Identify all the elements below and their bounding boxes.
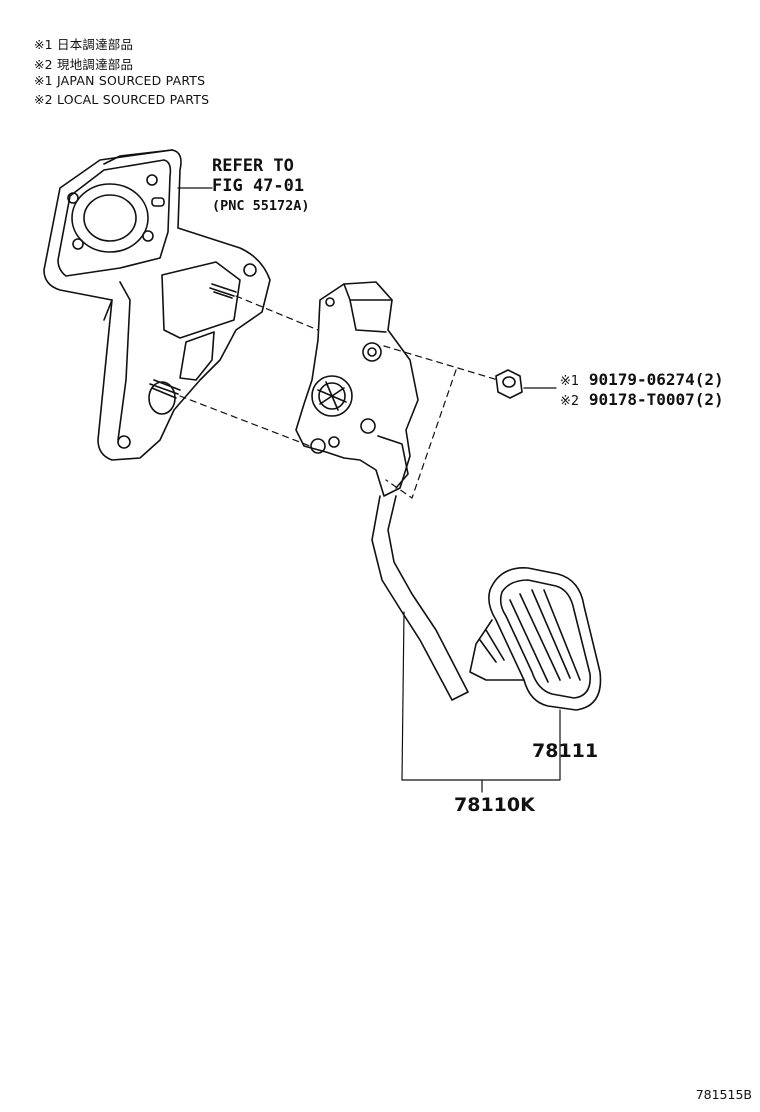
nut-part-2: ※2 90178-T0007(2) xyxy=(560,390,724,409)
note-japan-en: ※1 JAPAN SOURCED PARTS xyxy=(34,73,206,88)
pedal-arm xyxy=(371,495,469,701)
mounting-lines xyxy=(179,295,499,499)
refer-line2: FIG 47-01 xyxy=(212,176,305,196)
pedal-sensor-housing xyxy=(295,281,419,497)
note-local-jp: ※2 現地調達部品 xyxy=(34,57,134,72)
note-local-en: ※2 LOCAL SOURCED PARTS xyxy=(34,92,210,107)
nut-mark-2: ※2 xyxy=(560,394,580,409)
pedal-pad xyxy=(469,567,602,711)
stud-lower xyxy=(149,379,181,399)
nut-mark-1: ※1 xyxy=(560,374,580,389)
pedal-bracket xyxy=(43,149,271,461)
stud-upper xyxy=(209,283,237,299)
nut-part-number-2: 90178-T0007(2) xyxy=(588,390,724,409)
pad-part-number: 78111 xyxy=(532,740,599,762)
note-japan-jp: ※1 日本調達部品 xyxy=(34,37,134,52)
nut-part-number-1: 90179-06274(2) xyxy=(588,370,724,389)
nut xyxy=(495,369,523,399)
nut-part-1: ※1 90179-06274(2) xyxy=(560,370,724,389)
refer-line3: (PNC 55172A) xyxy=(212,198,310,214)
leader-lines xyxy=(177,187,561,793)
assembly-part-number: 78110K xyxy=(454,794,535,816)
diagram-code: 781515B xyxy=(695,1087,752,1102)
refer-line1: REFER TO xyxy=(212,156,294,176)
